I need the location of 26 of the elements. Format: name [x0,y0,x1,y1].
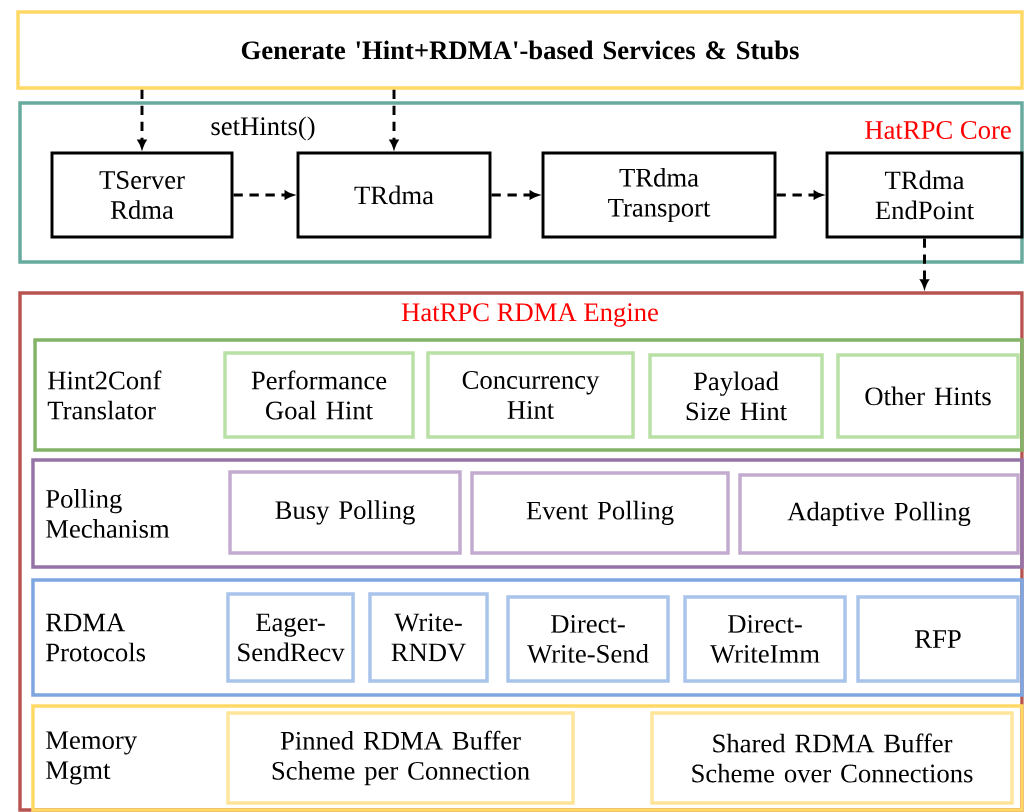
option-box: Pinned RDMA Buffer Scheme per Connection [226,711,575,805]
banner-box: Generate 'Hint+RDMA'-based Services & Stubs [16,10,1024,90]
option-box: Direct-WriteImm [683,595,847,683]
option-box: Adaptive Polling [738,473,1020,555]
option-box: Event Polling [470,471,730,555]
option-box: Busy Polling [228,470,462,555]
option-box: Concurrency Hint [426,351,635,439]
option-box: Payload Size Hint [648,353,824,439]
class-box: TRdma Transport [541,151,777,239]
option-box: Eager-SendRecv [226,592,355,683]
arrow [491,190,539,200]
edge-label: setHints() [211,116,315,141]
class-box: TRdma EndPoint [825,151,1024,239]
arrow [776,190,823,200]
arrow [233,190,294,200]
option-box: Write-RNDV [368,592,489,683]
option-box: Direct-Write-Send [506,595,670,683]
option-box: Other Hints [836,353,1020,439]
class-box: TRdma [296,151,492,239]
option-box: Shared RDMA Buffer Scheme over Connections [650,711,1014,805]
option-box: Performance Goal Hint [223,351,415,439]
class-box: TServer Rdma [50,151,234,239]
option-box: RFP [856,595,1020,683]
arrow [137,89,147,149]
arrow [389,89,399,149]
arrow [920,238,929,289]
